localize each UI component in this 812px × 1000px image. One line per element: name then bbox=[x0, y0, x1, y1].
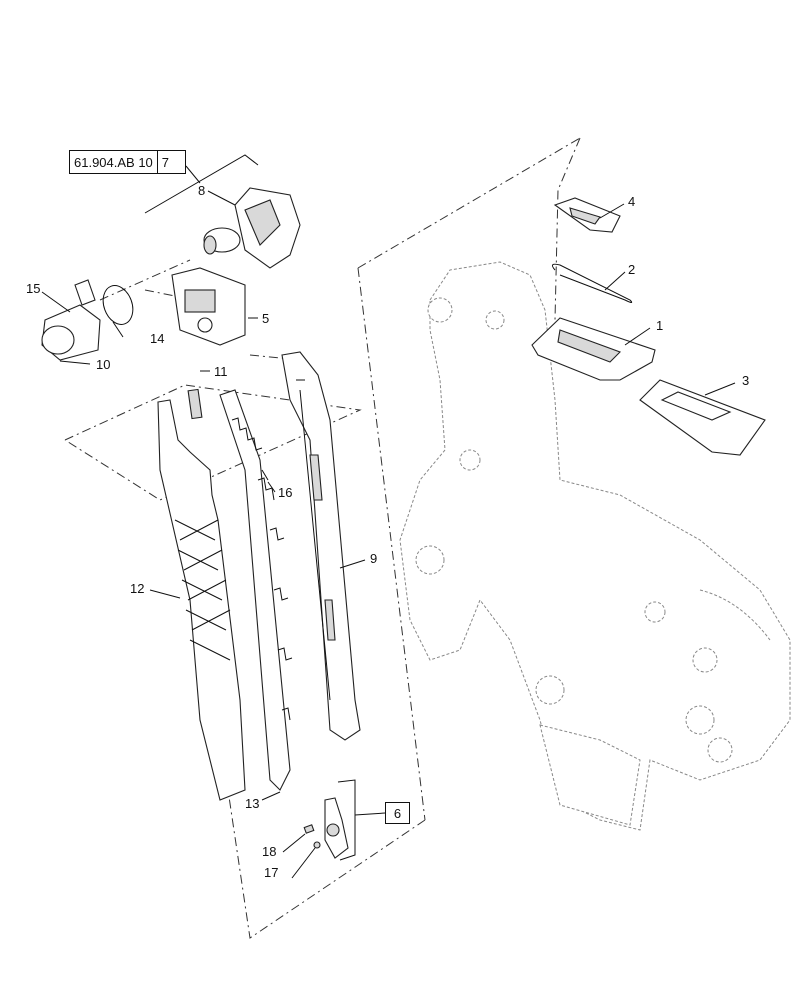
callout-2: 2 bbox=[628, 262, 635, 277]
callout-18: 18 bbox=[262, 844, 276, 859]
callout-12: 12 bbox=[130, 581, 144, 596]
callout-4: 4 bbox=[628, 194, 635, 209]
callout-labels: 1 2 3 4 5 8 9 10 11 12 13 14 15 16 17 18 bbox=[26, 183, 749, 880]
part-11-spring bbox=[187, 388, 203, 420]
part-14-o-ring bbox=[102, 285, 134, 325]
callout-3: 3 bbox=[742, 373, 749, 388]
ref-bracket bbox=[144, 154, 259, 214]
ref-box-61904[interactable]: 61.904.AB 10 7 bbox=[69, 150, 186, 174]
part-10-small-motor bbox=[41, 279, 101, 361]
assembly-ref-label: 6 bbox=[393, 805, 402, 821]
leader-lines bbox=[41, 190, 736, 879]
callout-10: 10 bbox=[96, 357, 110, 372]
assembly-ref-box[interactable]: 6 bbox=[385, 802, 410, 824]
part-12-carrier-rail bbox=[157, 399, 246, 801]
part-2-spring-clip bbox=[551, 263, 633, 303]
callout-5: 5 bbox=[262, 311, 269, 326]
callout-11: 11 bbox=[214, 364, 228, 379]
callout-16: 16 bbox=[278, 485, 292, 500]
callout-14: 14 bbox=[150, 331, 164, 346]
part-16-pin bbox=[261, 469, 269, 481]
callout-8: 8 bbox=[198, 183, 205, 198]
part-13-toothed-rail bbox=[219, 389, 293, 791]
callout-17: 17 bbox=[264, 865, 278, 880]
main-frame bbox=[399, 261, 791, 831]
callout-15: 15 bbox=[26, 281, 40, 296]
part-1-bracket bbox=[531, 317, 656, 381]
ref-code: 61.904.AB 10 bbox=[74, 154, 153, 170]
part-5-housing bbox=[171, 267, 246, 346]
part-3-plate bbox=[639, 379, 766, 456]
part-8-motor-assembly bbox=[203, 187, 301, 269]
part-6-bracket-assembly bbox=[324, 779, 356, 861]
callout-13: 13 bbox=[245, 796, 259, 811]
callout-9: 9 bbox=[370, 551, 377, 566]
part-9-channel-rail bbox=[281, 351, 361, 741]
parts-17-18-hardware bbox=[303, 824, 321, 849]
callout-1: 1 bbox=[656, 318, 663, 333]
part-4-plate bbox=[553, 197, 621, 233]
ref-index: 7 bbox=[156, 151, 173, 173]
boundary-lines bbox=[64, 137, 581, 939]
